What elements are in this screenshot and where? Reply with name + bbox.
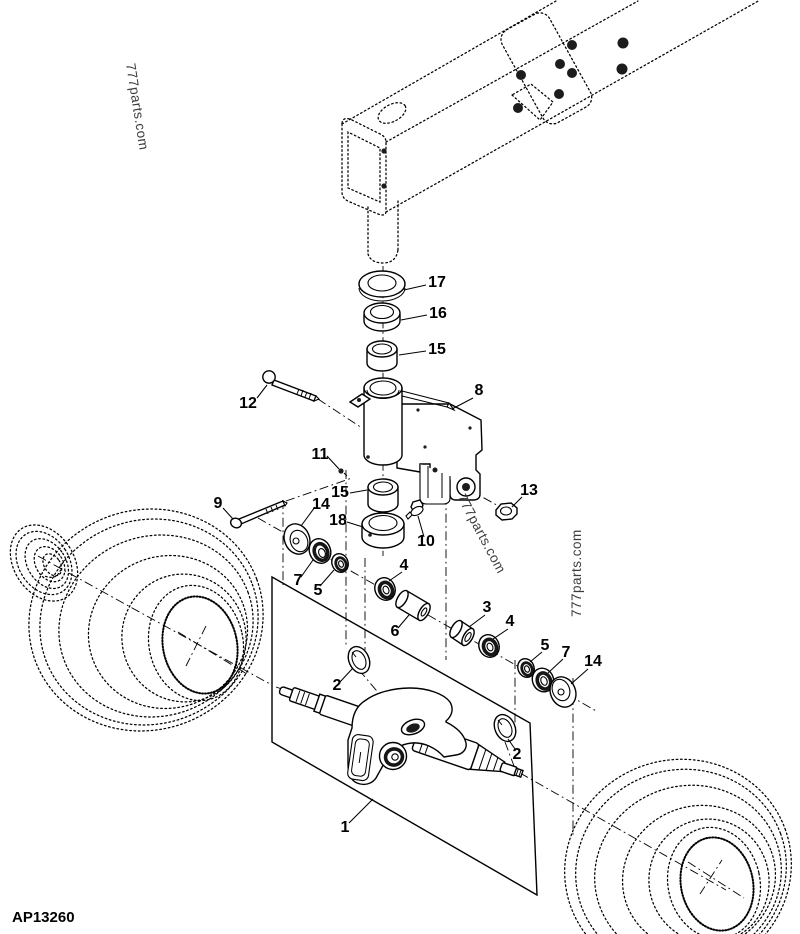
- callout-15-lower: 15: [331, 484, 349, 501]
- part-nut-13: [495, 502, 518, 521]
- callout-12: 12: [239, 395, 257, 412]
- callout-9: 9: [214, 495, 223, 512]
- left-tire-rim-opening: [161, 595, 239, 695]
- part-bearing-4-right: [478, 633, 500, 659]
- callout-10: 10: [417, 533, 435, 550]
- part-bushing-15-upper: [366, 340, 398, 372]
- part-bolt-12: [262, 370, 320, 402]
- arm-flange-plate: [500, 12, 593, 125]
- callout-7-left: 7: [294, 572, 303, 589]
- part-washer-5-left: [331, 552, 349, 574]
- callout-2-left: 2: [333, 677, 342, 694]
- callout-13: 13: [520, 482, 538, 499]
- left-hub: [9, 524, 79, 602]
- part-bushing-15-lower: [367, 478, 399, 513]
- callout-18: 18: [329, 512, 347, 529]
- axle-center-body: [347, 687, 467, 786]
- callout-4-right: 4: [506, 613, 515, 630]
- right-tire: [564, 758, 792, 934]
- part-bushing-18: [361, 512, 405, 549]
- watermark-top-left: 777parts.com: [123, 62, 152, 151]
- part-bearing-16: [363, 302, 401, 332]
- callout-16: 16: [429, 305, 447, 322]
- part-washer-5-right: [517, 657, 535, 679]
- part-bearing-4-left: [374, 576, 396, 602]
- part-axle-1: [278, 686, 524, 786]
- part-washer-14-right: [549, 676, 577, 708]
- part-washer-17: [358, 270, 406, 302]
- callout-1: 1: [341, 819, 350, 836]
- callout-15-upper: 15: [428, 341, 446, 358]
- part-seal-2-left: [347, 645, 371, 675]
- left-tire: [28, 508, 264, 732]
- arm-gusset: [510, 83, 554, 121]
- leader-lines: [222, 284, 589, 824]
- callout-17: 17: [428, 274, 446, 291]
- part-cap-screw-10: [405, 499, 424, 520]
- arm-top-hole: [377, 102, 407, 124]
- callout-14-right: 14: [584, 653, 602, 670]
- knuckle-cylinder: [363, 387, 403, 466]
- frame-arm: [341, 0, 761, 216]
- callout-4-left: 4: [400, 557, 409, 574]
- knuckle-steering-bar: [401, 390, 450, 404]
- callout-11: 11: [312, 446, 329, 463]
- callout-3: 3: [483, 599, 492, 616]
- arm-face-hole: [381, 183, 387, 189]
- part-grease-fitting-11: [338, 468, 348, 477]
- part-washer-14-left: [283, 523, 311, 555]
- pivot-pin: [367, 200, 399, 264]
- callout-6: 6: [391, 623, 400, 640]
- part-seal-2-right: [493, 713, 517, 743]
- callout-7-right: 7: [562, 644, 571, 661]
- part-washer-7-left: [308, 538, 332, 564]
- part-bolt-9: [229, 499, 288, 529]
- callouts: 17 16 15 8 12 11 13 9 14 15 18 10 7 5 4 …: [214, 274, 602, 836]
- watermark-right: 777parts.com: [569, 529, 584, 617]
- part-washer-7-right: [531, 667, 555, 693]
- part-knuckle-8: [348, 377, 483, 505]
- part-bushing-3: [449, 619, 475, 647]
- drawing-code: AP13260: [12, 909, 75, 926]
- callout-14-left: 14: [312, 496, 330, 513]
- arm-face-hole: [381, 148, 387, 154]
- callout-5-left: 5: [314, 582, 323, 599]
- callout-5-right: 5: [541, 637, 550, 654]
- callout-2-right: 2: [513, 746, 522, 763]
- right-tire-rim-opening: [679, 836, 755, 932]
- callout-8: 8: [475, 382, 484, 399]
- part-spacer-6: [395, 589, 431, 622]
